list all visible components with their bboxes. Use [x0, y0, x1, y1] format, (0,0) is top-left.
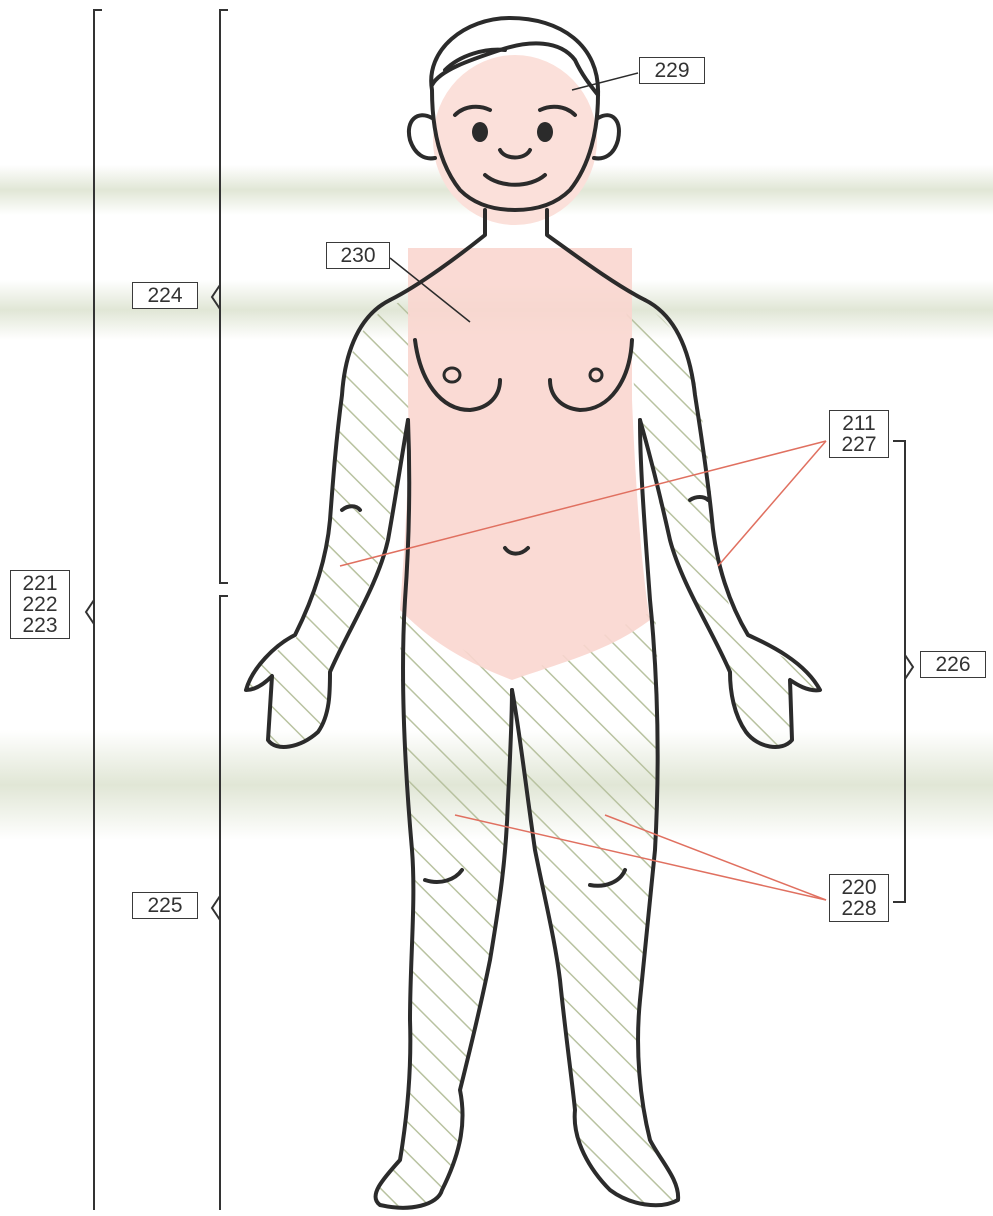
label-line: 227 — [835, 434, 883, 455]
label-226: 226 — [920, 651, 986, 678]
label-225: 225 — [132, 892, 198, 919]
label-line: 221 — [16, 573, 64, 594]
label-line: 223 — [16, 615, 64, 636]
label-230: 230 — [326, 242, 390, 269]
label-line: 230 — [332, 245, 384, 266]
label-224: 224 — [132, 282, 198, 309]
label-line: 225 — [138, 895, 192, 916]
label-line: 226 — [926, 654, 980, 675]
label-line: 211 — [835, 413, 883, 434]
label-line: 222 — [16, 594, 64, 615]
label-line: 228 — [835, 898, 883, 919]
label-line: 224 — [138, 285, 192, 306]
label-229: 229 — [639, 57, 705, 84]
label-line: 220 — [835, 877, 883, 898]
label-line: 229 — [645, 60, 699, 81]
